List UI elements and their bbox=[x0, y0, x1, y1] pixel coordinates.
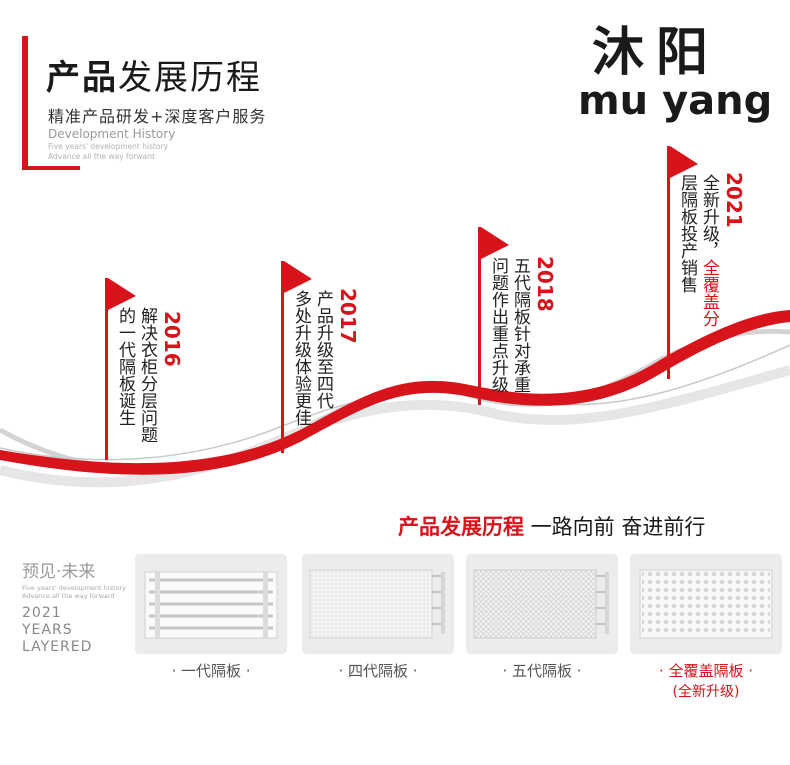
wave-gray-2 bbox=[0, 365, 790, 488]
pole-2016 bbox=[105, 278, 108, 460]
foresee-en-line-1: Five years' development history bbox=[22, 584, 127, 592]
product-card-gen5 bbox=[466, 554, 618, 654]
perforated-shelf-image bbox=[309, 569, 445, 639]
year-2016: 2016 bbox=[160, 311, 184, 367]
brand-name-cn: 沐阳 bbox=[592, 23, 721, 83]
milestone-2018-line-2: 问题作出重点升级 bbox=[488, 257, 508, 393]
page-subtitle: 精准产品研发+深度客户服务 bbox=[48, 107, 267, 126]
product-card-gen1 bbox=[135, 554, 287, 654]
wave-red bbox=[0, 310, 790, 475]
timeline-poles bbox=[105, 146, 670, 460]
slogan: 产品发展历程 一路向前 奋进前行 bbox=[398, 515, 706, 539]
english-line-2: Advance all the way forward bbox=[48, 152, 155, 161]
milestone-2018-line-1: 五代隔板针对承重 bbox=[510, 257, 530, 393]
milestone-2021-line-2: 层隔板投产销售 bbox=[677, 174, 697, 293]
hole-panel-shelf-image bbox=[639, 569, 773, 639]
pole-2017 bbox=[281, 261, 284, 453]
milestone-2016-line-1: 解决衣柜分层问题 bbox=[137, 307, 157, 443]
years-label-1: 2021 bbox=[22, 605, 62, 621]
milestone-2016-line-2: 的一代隔板诞生 bbox=[115, 307, 135, 426]
brand-name-en: mu yang bbox=[578, 78, 773, 124]
product-card-gen4 bbox=[302, 554, 454, 654]
timeline-graphic bbox=[0, 146, 790, 488]
mesh-shelf-image bbox=[473, 569, 609, 639]
flag-2017 bbox=[284, 261, 312, 293]
product-sublabel-full-cover: (全新升级) bbox=[672, 684, 740, 700]
years-label-3: LAYERED bbox=[22, 639, 93, 655]
rail-shelf-image bbox=[144, 571, 278, 639]
product-card-full-cover bbox=[630, 554, 782, 654]
timeline-flags bbox=[108, 146, 698, 310]
year-2017: 2017 bbox=[336, 288, 360, 344]
flag-2018 bbox=[481, 227, 509, 259]
product-label-gen4: · 四代隔板 · bbox=[338, 662, 418, 680]
english-heading: Development History bbox=[48, 127, 176, 141]
pole-2021 bbox=[667, 146, 670, 379]
product-label-full-cover: · 全覆盖隔板 · bbox=[658, 662, 754, 680]
pole-2018 bbox=[478, 227, 481, 405]
milestone-2017-line-2: 多处升级体验更佳 bbox=[291, 290, 311, 426]
milestone-2017-line-1: 产品升级至四代 bbox=[313, 290, 333, 409]
title-accent-underline bbox=[22, 166, 80, 170]
year-2018: 2018 bbox=[533, 256, 557, 312]
product-label-gen5: · 五代隔板 · bbox=[502, 662, 582, 680]
foresee-future-title: 预见·未来 bbox=[22, 562, 96, 582]
milestone-2021-line-1: 全新升级，全覆盖分 bbox=[699, 174, 719, 327]
year-2021: 2021 bbox=[722, 172, 746, 228]
foresee-en-line-2: Advance all the way forward bbox=[22, 592, 115, 600]
years-label-2: YEARS bbox=[22, 622, 73, 638]
milestone-2021-highlight: 全覆盖分 bbox=[699, 259, 719, 327]
page-title: 产品发展历程 bbox=[46, 58, 262, 98]
english-line-1: Five years' development history bbox=[48, 142, 169, 151]
product-label-gen1: · 一代隔板 · bbox=[171, 662, 251, 680]
title-accent-bar bbox=[22, 36, 28, 170]
flag-2016 bbox=[108, 278, 136, 310]
flag-2021 bbox=[670, 146, 698, 178]
